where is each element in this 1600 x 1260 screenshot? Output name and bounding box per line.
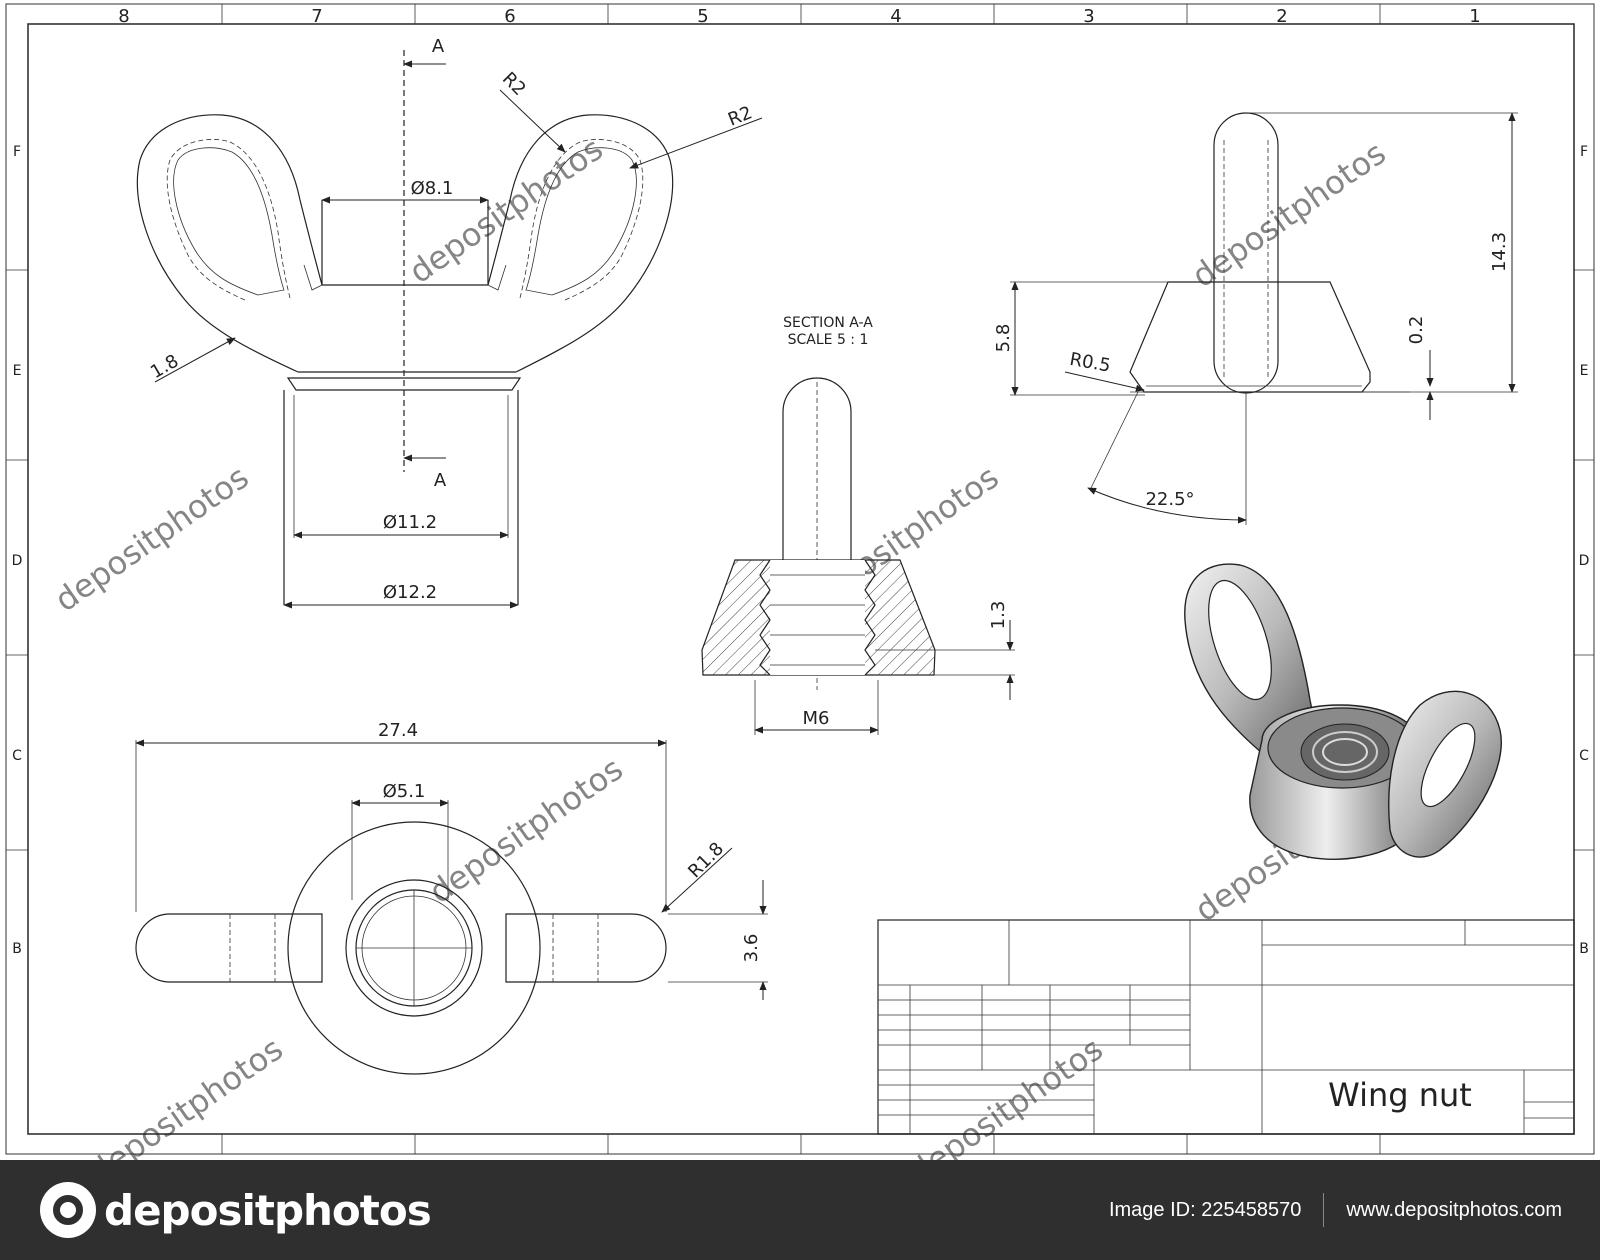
section-mark-top: A <box>432 36 445 57</box>
zone-row-d-left: D <box>12 553 23 569</box>
watermark-text: depositphotos <box>902 1030 1110 1160</box>
zone-col-8: 8 <box>118 6 129 27</box>
zone-col-5: 5 <box>697 6 708 27</box>
dim-wall: 1.8 <box>147 351 182 384</box>
section-mark-bottom: A <box>434 470 447 491</box>
brand-name: depositphotos <box>104 1185 432 1235</box>
zone-col-6: 6 <box>504 6 515 27</box>
dim-gap: 0.2 <box>1406 316 1427 345</box>
watermark-text: depositphotos <box>402 130 610 291</box>
isometric-render <box>1184 563 1502 860</box>
zone-col-2: 2 <box>1276 6 1287 27</box>
zone-row-f-right: F <box>1580 144 1588 160</box>
dim-total-height: 14.3 <box>1489 232 1510 272</box>
zone-row-d-right: D <box>1579 553 1590 569</box>
stock-footer-bar: depositphotos Image ID: 225458570 www.de… <box>0 1160 1600 1260</box>
zone-col-4: 4 <box>890 6 901 27</box>
footer-separator <box>1323 1193 1325 1227</box>
dim-base-height: 5.8 <box>993 324 1014 353</box>
brand-logo[interactable]: depositphotos <box>40 1182 432 1238</box>
dim-radius-left: R2 <box>498 68 530 100</box>
section-title: SECTION A-A <box>783 315 873 331</box>
watermark-text: depositphotos <box>1185 134 1393 295</box>
dim-fillet: R0.5 <box>1068 349 1112 377</box>
dim-hole: Ø5.1 <box>383 781 426 802</box>
section-view: SECTION A-A SCALE 5 : 1 M6 1.3 <box>701 315 1015 735</box>
dim-wing-width: 3.6 <box>741 934 762 963</box>
dim-inner-diameter: Ø11.2 <box>383 512 437 533</box>
zone-col-1: 1 <box>1469 6 1480 27</box>
zone-row-b-left: B <box>12 941 22 957</box>
dim-bore: Ø8.1 <box>411 178 454 199</box>
dim-outer-diameter: Ø12.2 <box>383 582 437 603</box>
sheet-border: 8 7 6 5 4 3 2 1 F E D C B F E D C B <box>5 3 1595 1155</box>
footer-info: Image ID: 225458570 www.depositphotos.co… <box>1109 1193 1562 1227</box>
dim-span: 27.4 <box>378 720 418 741</box>
zone-row-f-left: F <box>13 144 21 160</box>
zone-col-3: 3 <box>1083 6 1094 27</box>
zone-row-b-right: B <box>1579 941 1589 957</box>
watermark-text: depositphotos <box>82 1030 290 1160</box>
image-id: Image ID: 225458570 <box>1108 1198 1302 1221</box>
camera-icon <box>40 1182 96 1238</box>
zone-row-e-left: E <box>13 363 22 379</box>
watermark-text: depositphotos <box>48 458 256 619</box>
drawing-title: Wing nut <box>1328 1076 1472 1114</box>
engineering-drawing-sheet: 8 7 6 5 4 3 2 1 F E D C B F E D C B depo… <box>5 3 1595 1160</box>
dim-thread: M6 <box>803 708 830 729</box>
site-url[interactable]: www.depositphotos.com <box>1346 1198 1562 1221</box>
watermark-text: depositphotos <box>422 750 630 911</box>
dim-wing-radius: R1.8 <box>684 838 728 882</box>
dim-radius-right: R2 <box>725 102 755 130</box>
zone-row-c-left: C <box>12 748 22 764</box>
zone-row-e-right: E <box>1580 363 1589 379</box>
section-scale: SCALE 5 : 1 <box>788 332 869 348</box>
side-view: 14.3 5.8 0.2 R0.5 22.5° <box>993 112 1518 525</box>
dim-angle: 22.5° <box>1145 489 1194 510</box>
front-view: A A Ø8.1 Ø11.2 Ø12.2 R2 R2 1.8 <box>136 36 763 609</box>
dim-pitch: 1.3 <box>988 601 1009 630</box>
title-block: Wing nut <box>877 919 1575 1135</box>
zone-row-c-right: C <box>1579 748 1589 764</box>
zone-col-7: 7 <box>311 6 322 27</box>
